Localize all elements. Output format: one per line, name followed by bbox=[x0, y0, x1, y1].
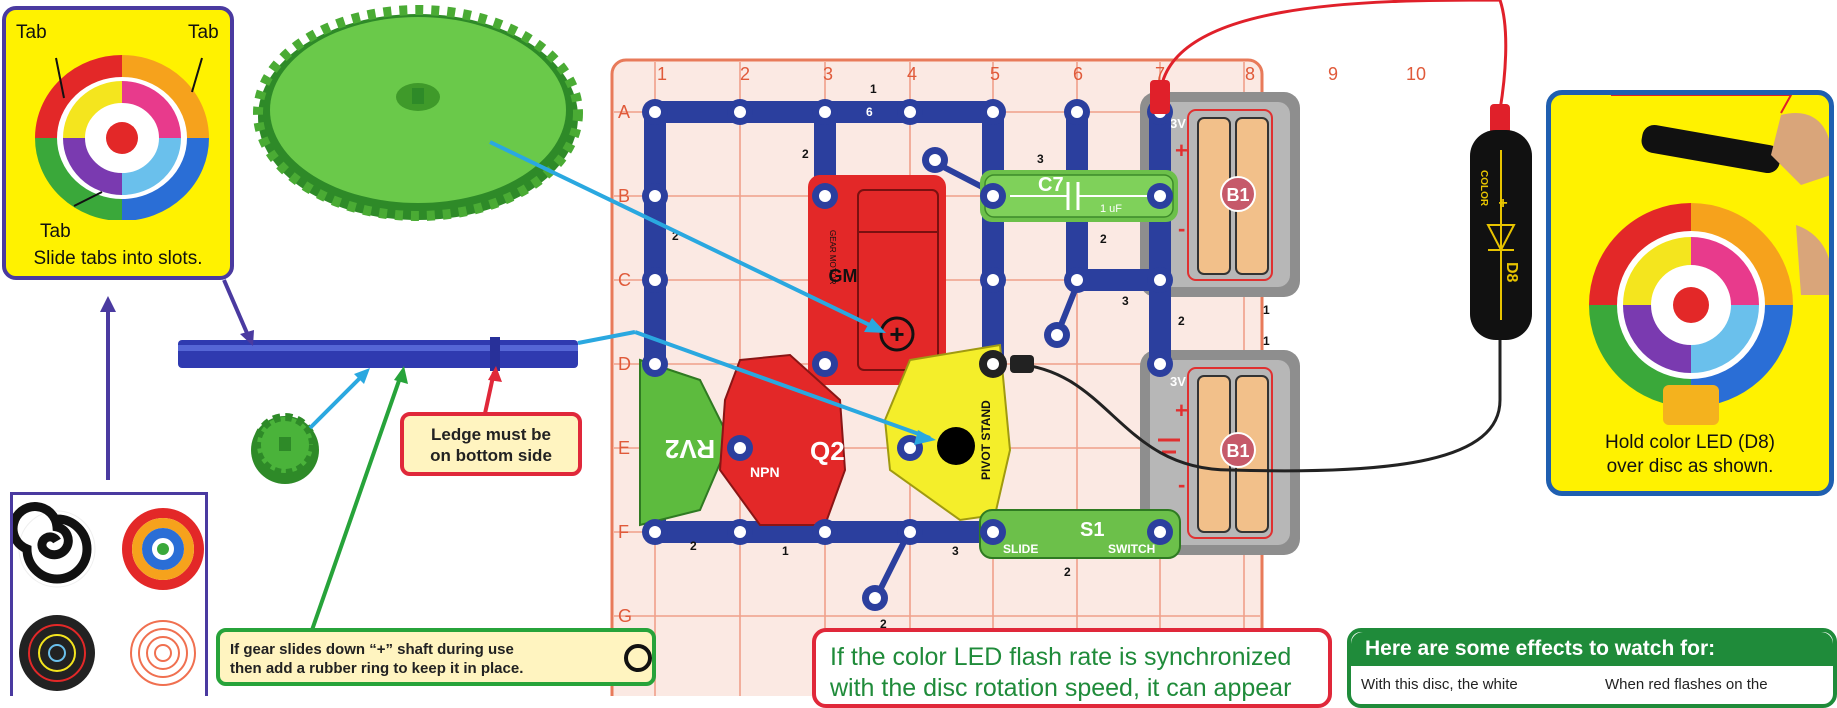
rainbow-disc-image bbox=[26, 50, 216, 220]
gm-plus-shaft: + bbox=[889, 319, 904, 349]
effects-col1: With this disc, the white bbox=[1361, 676, 1518, 693]
grid-col-8: 8 bbox=[1245, 64, 1255, 84]
b1-bottom-label: B1 bbox=[1226, 441, 1249, 461]
sync-note-line1: If the color LED flash rate is synchroni… bbox=[830, 642, 1328, 673]
b1-top-label: B1 bbox=[1226, 185, 1249, 205]
wire-num-2d: 2 bbox=[1178, 314, 1185, 328]
effects-col2: When red flashes on the bbox=[1605, 676, 1768, 693]
battery-plus-top: + bbox=[1175, 138, 1188, 163]
gm-side-label: GEAR MOTOR bbox=[828, 230, 837, 285]
wire-num-1c: 1 bbox=[1263, 334, 1270, 348]
q2-label: Q2 bbox=[810, 436, 845, 466]
d8-label: D8 bbox=[1503, 262, 1520, 283]
wire-num-1a: 1 bbox=[870, 82, 877, 96]
disc-tab-callout: Tab Tab Tab Slide tabs into slots. bbox=[2, 6, 234, 280]
grid-row-f: F bbox=[618, 522, 629, 542]
rubber-ring-note-line2: then add a rubber ring to keep it in pla… bbox=[230, 659, 652, 678]
wire-num-2f: 2 bbox=[1064, 565, 1071, 579]
small-gear bbox=[251, 416, 319, 484]
led-hold-photo bbox=[1551, 95, 1831, 425]
tab-label-bottom: Tab bbox=[40, 221, 71, 243]
grid-col-4: 4 bbox=[907, 64, 917, 84]
grid-col-5: 5 bbox=[990, 64, 1000, 84]
large-gear bbox=[258, 10, 578, 220]
grid-col-3: 3 bbox=[823, 64, 833, 84]
rubber-ring-icon bbox=[624, 644, 652, 672]
disc-options-panel bbox=[10, 492, 208, 696]
battery-plus-bottom: + bbox=[1175, 398, 1188, 423]
rubber-ring-note-line1: If gear slides down “+” shaft during use bbox=[230, 640, 652, 659]
grid-row-a: A bbox=[618, 102, 630, 122]
wire-num-3b: 3 bbox=[1122, 294, 1129, 308]
d8-plus: + bbox=[1498, 195, 1507, 212]
effects-panel: Here are some effects to watch for: With… bbox=[1347, 628, 1837, 708]
grid-row-e: E bbox=[618, 438, 630, 458]
color-led-d8: + COLOR D8 bbox=[1470, 104, 1532, 340]
switch-label: SWITCH bbox=[1108, 542, 1155, 556]
effects-heading: Here are some effects to watch for: bbox=[1351, 632, 1833, 666]
battery-voltage-top: 3V bbox=[1170, 116, 1186, 131]
wire-num-2e: 2 bbox=[690, 539, 697, 553]
ledge-note-line2: on bottom side bbox=[404, 445, 578, 466]
grid-col-9: 9 bbox=[1328, 64, 1338, 84]
d8-color-label: COLOR bbox=[1478, 170, 1489, 207]
grid-row-d: D bbox=[618, 354, 631, 374]
wire-num-1d: 1 bbox=[782, 544, 789, 558]
led-hold-callout: Hold color LED (D8) over disc as shown. bbox=[1546, 90, 1834, 496]
slide-tabs-caption: Slide tabs into slots. bbox=[6, 248, 230, 270]
led-hold-caption-line2: over disc as shown. bbox=[1551, 455, 1829, 479]
grid-row-g: G bbox=[618, 606, 632, 626]
wire-num-1b: 1 bbox=[1263, 303, 1270, 317]
grid-col-1: 1 bbox=[657, 64, 667, 84]
battery-minus-top: - bbox=[1178, 216, 1185, 241]
led-hold-caption: Hold color LED (D8) over disc as shown. bbox=[1551, 431, 1829, 479]
wire-num-2a: 2 bbox=[802, 147, 809, 161]
wire-num-6: 6 bbox=[866, 105, 873, 119]
sync-note-line2: with the disc rotation speed, it can app… bbox=[830, 673, 1328, 704]
pivot-stand-label: PIVOT STAND bbox=[979, 400, 993, 480]
red-clip bbox=[1150, 80, 1170, 114]
sync-note: If the color LED flash rate is synchroni… bbox=[812, 628, 1332, 708]
black-clip bbox=[1010, 355, 1034, 373]
shaft bbox=[178, 337, 578, 371]
led-hold-caption-line1: Hold color LED (D8) bbox=[1551, 431, 1829, 455]
battery-voltage-bottom: 3V bbox=[1170, 374, 1186, 389]
ledge-note: Ledge must be on bottom side bbox=[400, 412, 582, 476]
c7-value: 1 uF bbox=[1100, 203, 1122, 215]
slide-label: SLIDE bbox=[1003, 542, 1038, 556]
grid-col-6: 6 bbox=[1073, 64, 1083, 84]
wire-num-3c: 3 bbox=[952, 544, 959, 558]
ledge-note-line1: Ledge must be bbox=[404, 424, 578, 445]
disc-options-images bbox=[13, 495, 205, 699]
c7-label: C7 bbox=[1038, 174, 1064, 196]
grid-col-2: 2 bbox=[740, 64, 750, 84]
rv2-label: RV2 bbox=[665, 434, 715, 464]
battery-minus-bottom: - bbox=[1178, 472, 1185, 497]
wire-num-2c: 2 bbox=[1100, 232, 1107, 246]
npn-label: NPN bbox=[750, 464, 780, 480]
grid-row-c: C bbox=[618, 270, 631, 290]
rubber-ring-note: If gear slides down “+” shaft during use… bbox=[216, 628, 656, 686]
grid-col-10: 10 bbox=[1406, 64, 1426, 84]
tab-label-top-right: Tab bbox=[188, 22, 219, 44]
wire-num-3a: 3 bbox=[1037, 152, 1044, 166]
tab-label-top-left: Tab bbox=[16, 22, 47, 44]
s1-label: S1 bbox=[1080, 519, 1104, 541]
